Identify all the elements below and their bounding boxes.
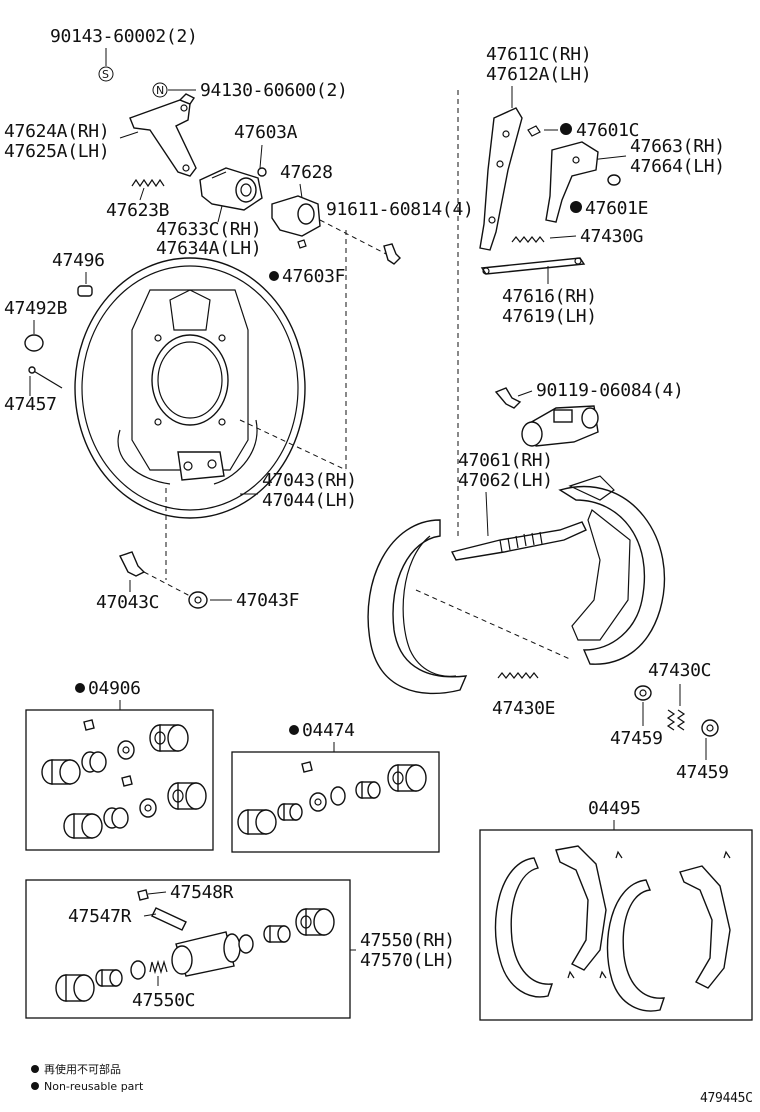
brake-shoe-left (367, 519, 468, 695)
label-47430G: 47430G (580, 226, 643, 247)
label-47430C: 47430C (648, 660, 711, 681)
label-47624A: 47624A(RH) (4, 121, 109, 142)
label-47459-a: 47459 (610, 728, 663, 749)
pin-47457 (28, 366, 63, 389)
svg-text:90143-60002(2): 90143-60002(2) (50, 26, 198, 47)
strut-bar (480, 257, 586, 275)
label-47459-b: 47459 (676, 762, 729, 783)
label-94130: N 94130-60600(2) (152, 80, 348, 101)
label-47628: 47628 (280, 162, 333, 183)
label-47570: 47570(LH) (360, 950, 455, 971)
label-47623B: 47623B (106, 200, 169, 221)
label-91611: 91611-60814(4) (326, 199, 474, 220)
label-47601C: 47601C (576, 120, 639, 141)
label-47043C: 47043C (96, 592, 159, 613)
label-47492B: 47492B (4, 298, 67, 319)
spring-47623b (131, 178, 165, 188)
washer-47459a (634, 685, 652, 701)
bolt-47043c (119, 551, 146, 577)
bolt-90119 (494, 387, 522, 409)
label-47619: 47619(LH) (502, 306, 597, 327)
label-47547R: 47547R (68, 906, 132, 927)
brake-shoe-right (558, 475, 666, 665)
spring-47430c (666, 709, 686, 731)
kit-04474-parts (237, 761, 427, 835)
clip-part (607, 174, 621, 186)
nut-47043f (188, 591, 208, 609)
marker-n: N (156, 84, 164, 97)
label-47634A: 47634A(LH) (156, 238, 261, 259)
marker-s: S (102, 68, 109, 81)
wheel-cylinder (521, 405, 599, 447)
label-47612A: 47612A(LH) (486, 64, 591, 85)
parking-brake-bracket (129, 93, 197, 177)
kit-box-04495 (479, 829, 753, 1021)
label-47496: 47496 (52, 250, 105, 271)
label-47601E: 47601E (585, 198, 648, 219)
label-47603F: 47603F (282, 266, 345, 287)
lever-housing (199, 167, 263, 211)
label-90143: 90143-60002(2) S (50, 26, 198, 82)
washer-47459b (701, 719, 719, 737)
label-47061: 47061(RH) (458, 450, 553, 471)
legend-en: Non-reusable part (44, 1080, 144, 1093)
kit-box-04474 (231, 751, 440, 853)
label-04474: 04474 (302, 720, 355, 741)
label-47603A: 47603A (234, 122, 298, 143)
label-47043F: 47043F (236, 590, 299, 611)
wheel-cylinder-box (25, 879, 351, 1019)
label-47664: 47664(LH) (630, 156, 725, 177)
legend: 再使用不可部品 Non-reusable part (31, 1062, 144, 1093)
svg-text:94130-60600(2): 94130-60600(2) (200, 80, 348, 101)
plug-47496 (77, 285, 93, 297)
label-47043RH: 47043(RH) (262, 470, 357, 491)
label-47625A: 47625A(LH) (4, 141, 109, 162)
pin-part (257, 167, 267, 177)
label-47550C: 47550C (132, 990, 195, 1011)
label-47548R: 47548R (170, 882, 234, 903)
spring-47430g (511, 236, 545, 243)
parking-lever (479, 107, 523, 251)
kit-04495-shoes (494, 845, 731, 1012)
label-47550: 47550(RH) (360, 930, 455, 951)
bolt-91611 (383, 243, 401, 265)
label-47062: 47062(LH) (458, 470, 553, 491)
adjuster-block (271, 195, 321, 249)
label-90119: 90119-06084(4) (536, 380, 684, 401)
cap-47492B (24, 334, 44, 352)
kit-04906-parts (41, 719, 207, 839)
backing-plate (74, 257, 306, 519)
label-47457: 47457 (4, 394, 57, 415)
label-47633C: 47633C(RH) (156, 219, 261, 240)
label-47663: 47663(RH) (630, 136, 725, 157)
label-47611C: 47611C(RH) (486, 44, 591, 65)
label-04495: 04495 (588, 798, 641, 819)
label-47430E: 47430E (492, 698, 555, 719)
wheel-cylinder-kit (55, 889, 335, 1002)
spring-47430e (497, 672, 539, 679)
adjuster-screw (450, 521, 587, 561)
label-47044LH: 47044(LH) (262, 490, 357, 511)
label-04906: 04906 (88, 678, 141, 699)
legend-jp: 再使用不可部品 (44, 1062, 121, 1076)
label-47616: 47616(RH) (502, 286, 597, 307)
diagram-id: 479445C (700, 1091, 753, 1106)
strut-lever (545, 141, 599, 223)
kit-box-04906 (25, 709, 214, 851)
